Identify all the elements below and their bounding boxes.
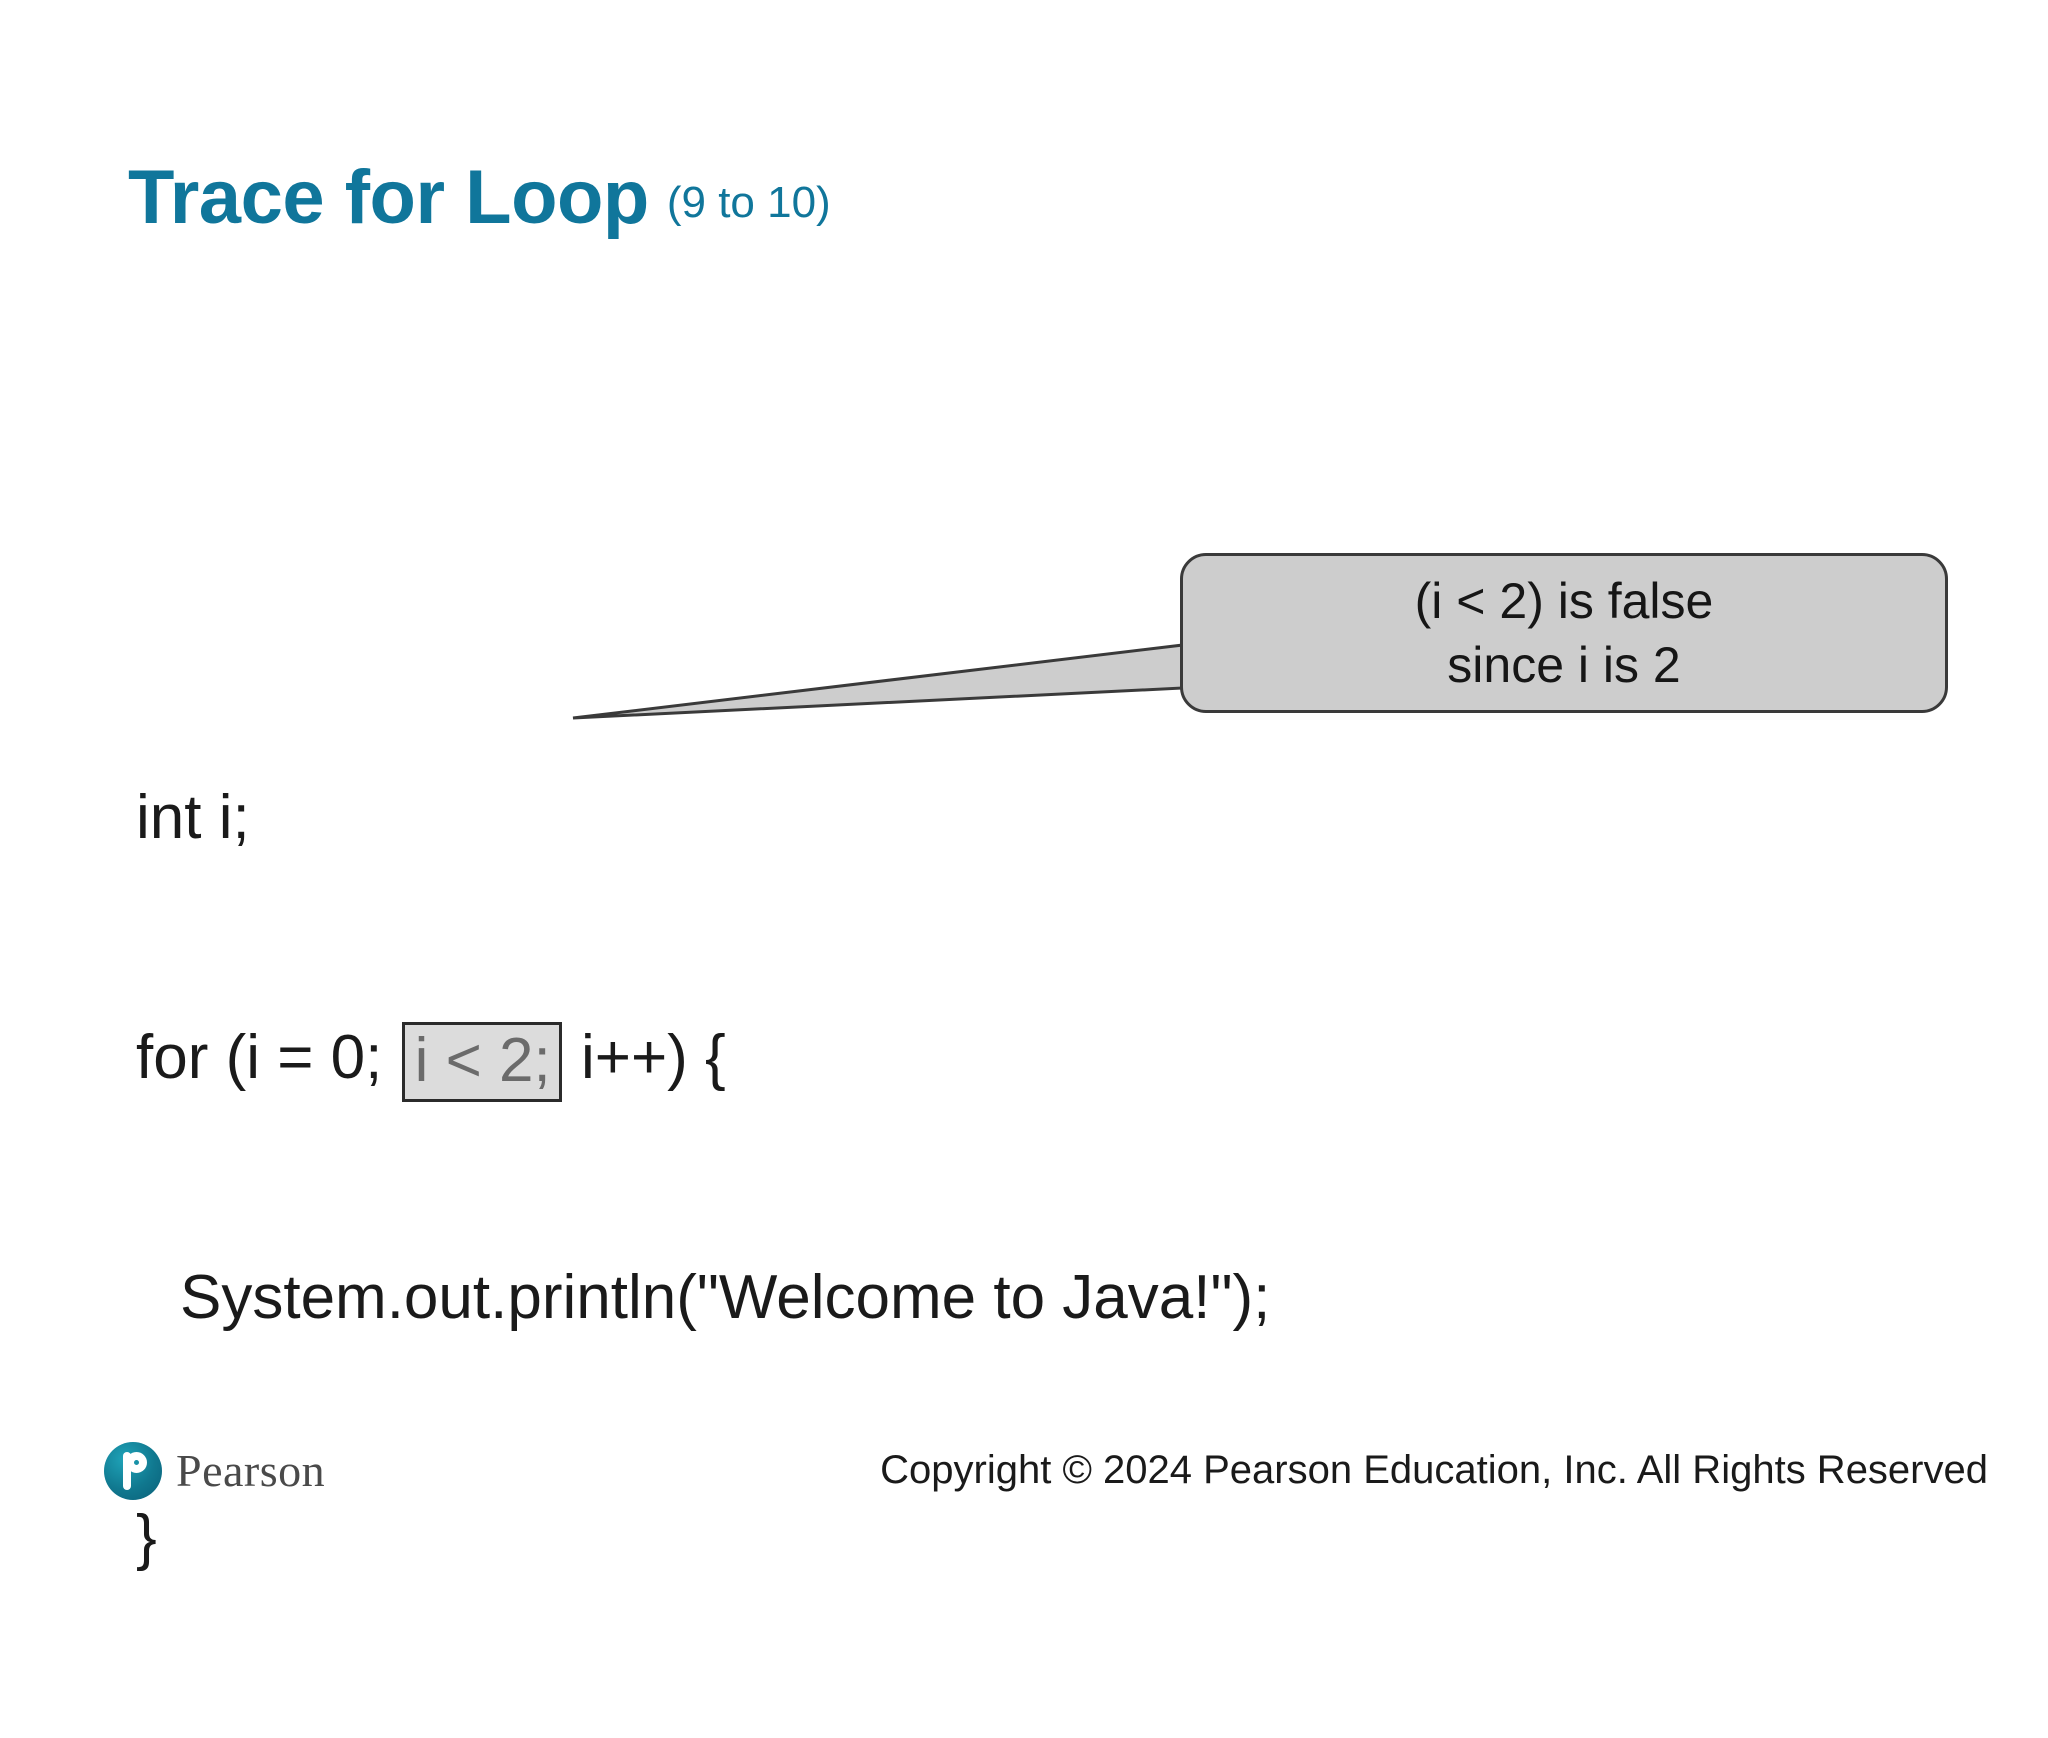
code-line-4: } (136, 1503, 157, 1572)
page-title: Trace for Loop(9 to 10) (128, 160, 1828, 236)
code-block: int i; for (i = 0; i < 2; i++) { System.… (136, 618, 1270, 1738)
callout-line-2: since i is 2 (1447, 637, 1681, 693)
code-line-2-prefix: for (i = 0; (136, 1023, 400, 1092)
code-line-2: for (i = 0; i < 2; i++) { (136, 1018, 1270, 1102)
copyright-text: Copyright © 2024 Pearson Education, Inc.… (880, 1448, 1988, 1492)
callout-line-1: (i < 2) is false (1414, 573, 1714, 629)
pearson-wordmark: Pearson (176, 1445, 326, 1496)
pearson-p-icon (104, 1442, 162, 1500)
code-line-1: int i; (136, 783, 250, 852)
code-line-2-suffix: i++) { (563, 1023, 726, 1092)
highlight-box-condition[interactable]: i < 2; (401, 1022, 562, 1102)
title-main-text: Trace for Loop (128, 155, 649, 240)
title-sub-text: (9 to 10) (666, 178, 831, 227)
code-figure: int i; for (i = 0; i < 2; i++) { System.… (136, 553, 1948, 1572)
slide-canvas: Trace for Loop(9 to 10) int i; for (i = … (104, 159, 1988, 1572)
code-line-3: System.out.println("Welcome to Java!"); (180, 1263, 1271, 1332)
callout-balloon[interactable]: (i < 2) is false since i is 2 (1180, 553, 1948, 713)
pearson-logo: Pearson (104, 1442, 325, 1500)
